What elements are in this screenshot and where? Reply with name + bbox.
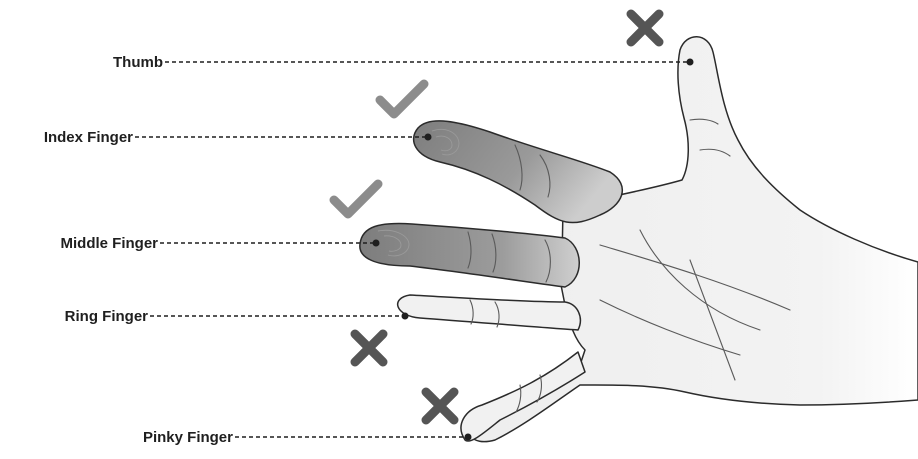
index-fingerprint <box>431 128 460 156</box>
pinky-finger-shape <box>460 351 586 442</box>
palm-lines <box>599 229 791 381</box>
thumb-cross-icon <box>626 9 664 47</box>
check-icon <box>375 79 429 119</box>
label-ring-finger: Ring Finger <box>65 308 148 325</box>
leader-pinky-finger <box>235 433 472 441</box>
label-index-finger: Index Finger <box>44 129 133 146</box>
ring-cross-icon <box>350 329 388 367</box>
index-finger-shape <box>412 120 623 224</box>
knuckle-creases <box>467 118 731 413</box>
label-middle-finger: Middle Finger <box>61 235 159 252</box>
ring-finger-shape <box>397 294 582 331</box>
cross-icon <box>350 329 388 367</box>
leader-middle-finger <box>160 239 380 247</box>
index-check-icon <box>375 79 429 119</box>
leader-ring-finger <box>150 312 409 320</box>
check-icon <box>329 179 383 219</box>
pinky-cross-icon <box>421 387 459 425</box>
cross-icon <box>421 387 459 425</box>
middle-check-icon <box>329 179 383 219</box>
middle-fingerprint <box>377 229 410 257</box>
leader-index-finger <box>135 133 432 141</box>
cross-icon <box>626 9 664 47</box>
leader-thumb <box>165 58 694 66</box>
middle-finger-shape <box>359 222 580 288</box>
label-pinky-finger: Pinky Finger <box>143 429 233 446</box>
label-thumb: Thumb <box>113 54 163 71</box>
